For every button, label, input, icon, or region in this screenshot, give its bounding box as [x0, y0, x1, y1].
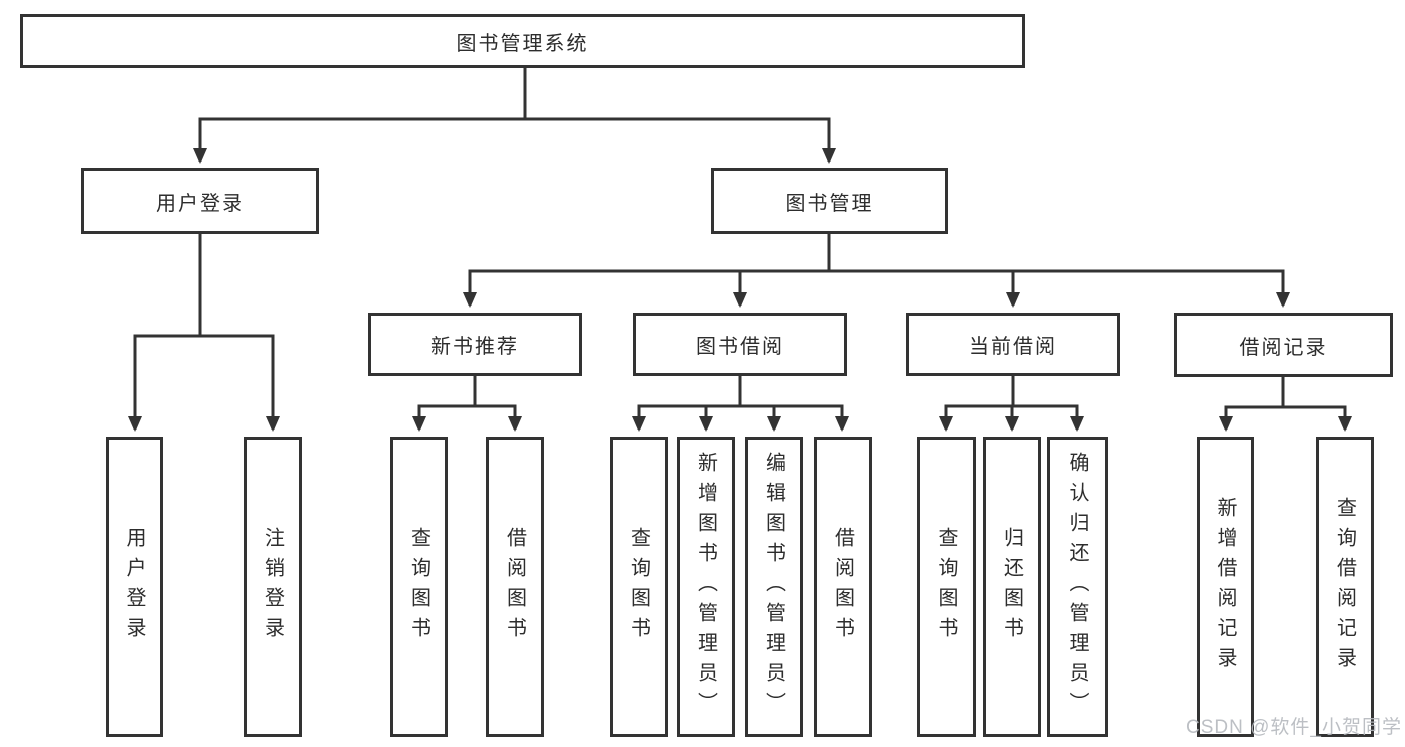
node-label: 图书借阅: [696, 336, 784, 358]
leaf-label: 注销登录: [261, 527, 284, 647]
leaf-label: 借阅图书: [503, 527, 526, 647]
leaf-label: 编辑图书（管理员）: [762, 452, 785, 722]
leaf-label: 确认归还（管理员）: [1066, 452, 1088, 722]
node-label: 图书管理: [785, 192, 874, 215]
node-root-label: 图书管理系统: [456, 32, 589, 55]
csdn-watermark: CSDN @软件_小贺同学: [1186, 717, 1402, 738]
node-root-system: 图书管理系统: [20, 14, 1025, 68]
leaf-return-books: 归还图书: [983, 437, 1041, 737]
leaf-query-borrow-record: 查询借阅记录: [1316, 437, 1374, 737]
node-book-management: 图书管理: [711, 168, 948, 234]
leaf-label: 归还图书: [1000, 527, 1023, 647]
node-current-borrow: 当前借阅: [906, 313, 1120, 376]
node-book-borrow: 图书借阅: [633, 313, 847, 376]
leaf-query-books-recommend: 查询图书: [390, 437, 448, 737]
leaf-logout: 注销登录: [244, 437, 302, 737]
leaf-confirm-return-admin: 确认归还（管理员）: [1047, 437, 1108, 737]
leaf-label: 新增借阅记录: [1214, 497, 1236, 677]
leaf-add-borrow-record: 新增借阅记录: [1197, 437, 1254, 737]
leaf-add-books-admin: 新增图书（管理员）: [677, 437, 735, 737]
leaf-label: 查询图书: [627, 527, 650, 647]
leaf-query-books-borrow: 查询图书: [610, 437, 668, 737]
node-borrow-records: 借阅记录: [1174, 313, 1393, 377]
leaf-label: 新增图书（管理员）: [694, 452, 717, 722]
node-label: 用户登录: [156, 192, 244, 215]
leaf-label: 查询借阅记录: [1333, 497, 1356, 677]
leaf-borrow-books: 借阅图书: [814, 437, 872, 737]
node-label: 当前借阅: [969, 336, 1057, 358]
node-label: 新书推荐: [431, 336, 519, 358]
leaf-edit-books-admin: 编辑图书（管理员）: [745, 437, 803, 737]
leaf-query-books-current: 查询图书: [917, 437, 976, 737]
leaf-label: 查询图书: [407, 527, 430, 647]
node-new-book-recommend: 新书推荐: [368, 313, 582, 376]
leaf-user-login: 用户登录: [106, 437, 163, 737]
node-user-login-group: 用户登录: [81, 168, 319, 234]
leaf-label: 借阅图书: [831, 527, 854, 647]
node-label: 借阅记录: [1239, 336, 1328, 359]
leaf-borrow-books-recommend: 借阅图书: [486, 437, 544, 737]
leaf-label: 查询图书: [935, 527, 957, 647]
leaf-label: 用户登录: [123, 527, 145, 647]
